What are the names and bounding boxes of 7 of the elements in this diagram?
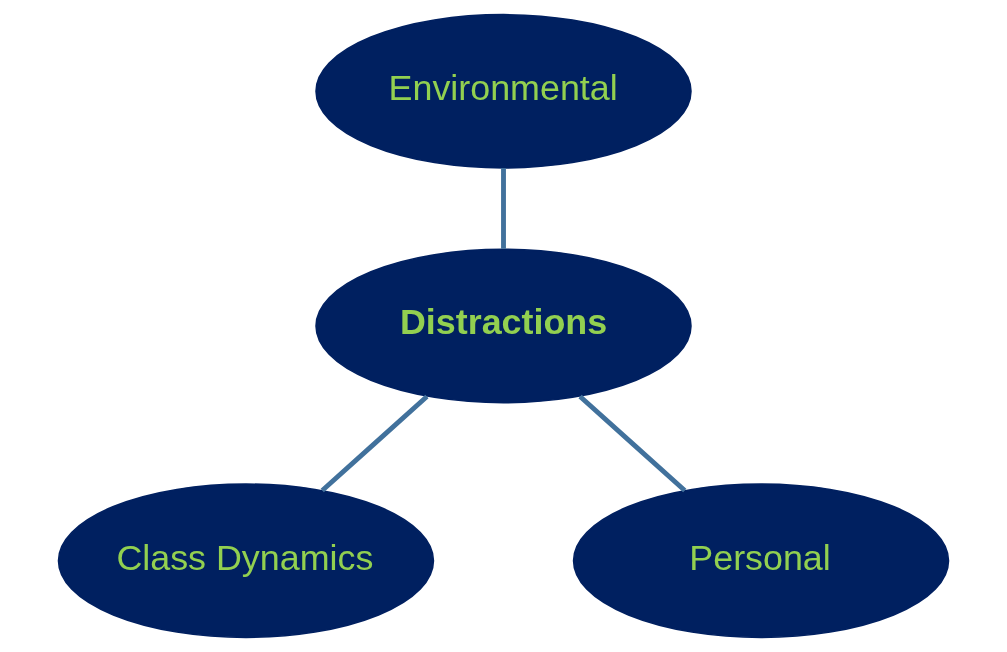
connector bbox=[578, 394, 687, 493]
connector bbox=[501, 168, 506, 249]
connector bbox=[320, 394, 429, 493]
node-ellipse: Distractions bbox=[315, 248, 692, 404]
node-ellipse: Class Dynamics bbox=[57, 483, 435, 639]
node-ellipse: Environmental bbox=[315, 13, 692, 169]
node-ellipse: Personal bbox=[572, 483, 950, 639]
